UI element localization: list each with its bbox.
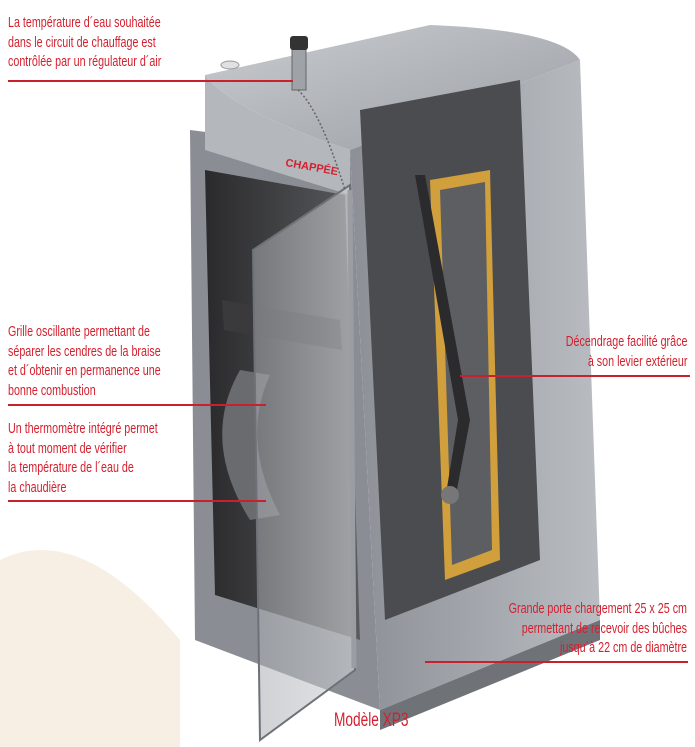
callout-line: contrôlée par un régulateur d´air	[8, 54, 162, 70]
callout-thermometer: Un thermomètre intégré permet à tout mom…	[8, 420, 210, 498]
callout-line: bonne combustion	[8, 382, 96, 399]
callout-line: La température d´eau souhaitée	[8, 15, 161, 31]
loading-door	[251, 183, 357, 742]
leader-line-loading-door	[425, 661, 688, 663]
callout-line: et d´obtenir en permanence une	[8, 363, 161, 379]
leader-line-grate	[8, 404, 266, 406]
callout-line: à tout moment de vérifier	[8, 440, 127, 457]
model-label: Modèle XP3	[334, 710, 409, 731]
regulator-knob	[290, 36, 308, 50]
boiler-front-top	[205, 75, 350, 195]
callout-line: Décendrage facilité grâce	[565, 334, 687, 350]
background-swoosh	[0, 550, 180, 747]
callout-line: permettant de recevoir des bûches	[521, 620, 687, 637]
callout-line: jusqu´à 22 cm de diamètre	[559, 640, 687, 656]
lever-pivot	[441, 486, 459, 504]
door-hinge-edge	[347, 189, 357, 669]
callout-line: Grille oscillante permettant de	[8, 324, 150, 340]
callout-loading-door: Grande porte chargement 25 x 25 cm perme…	[446, 600, 687, 659]
leader-line-regulator	[8, 80, 293, 82]
leader-line-thermometer	[8, 500, 266, 502]
callout-grate: Grille oscillante permettant de séparer …	[8, 323, 214, 401]
callout-line: Grande porte chargement 25 x 25 cm	[508, 601, 687, 617]
callout-line: la température de l´eau de	[8, 460, 134, 476]
callout-regulator: La température d´eau souhaitée dans le c…	[8, 14, 215, 73]
callout-line: la chaudière	[8, 479, 67, 496]
callout-line: séparer les cendres de la braise	[8, 343, 161, 360]
callout-line: Un thermomètre intégré permet	[8, 421, 158, 437]
thermometer-dial	[220, 60, 240, 70]
callout-ash-lever: Décendrage facilité grâce à son levier e…	[523, 333, 687, 372]
callout-line: dans le circuit de chauffage est	[8, 34, 156, 51]
callout-line: à son levier extérieur	[587, 353, 687, 370]
boiler-base	[380, 620, 600, 730]
leader-line-ash-lever	[460, 375, 690, 377]
